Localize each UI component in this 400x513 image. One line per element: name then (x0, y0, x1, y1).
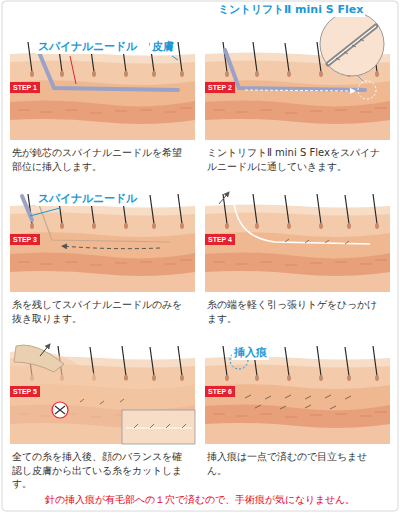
step-tag: STEP 5 (10, 386, 40, 397)
part-label: スパイナルニードル (36, 192, 139, 206)
step-tag: STEP 3 (10, 234, 40, 245)
step-caption: 挿入痕は一点で済むので目立ちません。 (207, 450, 385, 477)
step-tag: STEP 4 (205, 234, 235, 245)
step-tag: STEP 1 (10, 82, 40, 93)
step-number: STEP 6 (208, 388, 232, 395)
step-number: STEP 2 (208, 84, 232, 91)
step-caption: ミントリフトⅡ mini S Flexをスパイナルニードルに通していきます。 (207, 146, 385, 173)
part-label: 皮膚 (150, 40, 176, 54)
step-panel: 先が鈍芯のスパイナルニードルを希望部位に挿入します。 STEP 1 (10, 38, 195, 175)
step-number: STEP 4 (208, 236, 232, 243)
step-tag: STEP 2 (205, 82, 235, 93)
step-number: STEP 5 (13, 388, 37, 395)
step-tag: STEP 6 (205, 386, 235, 397)
step-caption: 全ての糸を挿入後、顔のバランスを確認し皮膚から出ている糸をカットします。 (12, 450, 190, 491)
part-label: スパイナルニードル (36, 40, 139, 54)
part-label: ミントリフトⅡ mini S Flex (216, 3, 365, 17)
skin-step6 (205, 342, 390, 444)
skin-step1 (10, 38, 195, 140)
step-caption: 糸を残してスパイナルニードルのみを抜き取ります。 (12, 298, 190, 325)
step-number: STEP 3 (13, 236, 37, 243)
skin-step3 (10, 190, 195, 292)
step-panel: ミントリフトⅡ mini S Flexをスパイナルニードルに通していきます。 ST… (205, 38, 390, 175)
part-label: 挿入痕 (232, 346, 269, 360)
step-panel: 糸を残してスパイナルニードルのみを抜き取ります。 STEP 3 (10, 190, 195, 327)
skin-step4 (205, 190, 390, 292)
footnote: 針の挿入痕が有毛部への１穴で済むので、手術痕が気になりません。 (0, 493, 400, 506)
step-number: STEP 1 (13, 84, 37, 91)
zoom-circle (320, 12, 384, 76)
step-panel: 全ての糸を挿入後、顔のバランスを確認し皮膚から出ている糸をカットします。 STEP… (10, 342, 195, 493)
step-panel: 糸の端を軽く引っ張りトゲをひっかけます。 STEP 4 (205, 190, 390, 327)
step-caption: 先が鈍芯のスパイナルニードルを希望部位に挿入します。 (12, 146, 190, 173)
step-caption: 糸の端を軽く引っ張りトゲをひっかけます。 (207, 298, 385, 325)
step-panel: 挿入痕は一点で済むので目立ちません。 STEP 6 (205, 342, 390, 479)
skin-step5 (10, 342, 195, 444)
